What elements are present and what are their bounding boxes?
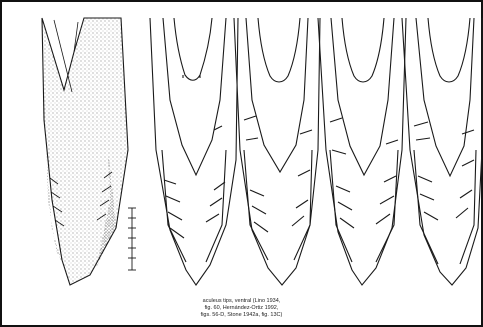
caption-line-1: aculeus tips, ventral (Lino 1934,: [0, 298, 483, 304]
aculeus-tip-stippled: [42, 18, 128, 285]
aculeus-tip-outline-1: [150, 18, 238, 285]
scale-bar: [128, 208, 136, 270]
aculeus-tip-outline-4: [402, 18, 482, 285]
aculeus-tip-outline-3: [318, 18, 406, 285]
aculeus-tip-outline-2: [234, 18, 320, 285]
caption-line-3: figs. 56-D, Stone 1942a, fig. 13C): [0, 312, 483, 318]
caption-line-2: fig. 60, Hernández-Ortiz 1992,: [0, 305, 483, 311]
